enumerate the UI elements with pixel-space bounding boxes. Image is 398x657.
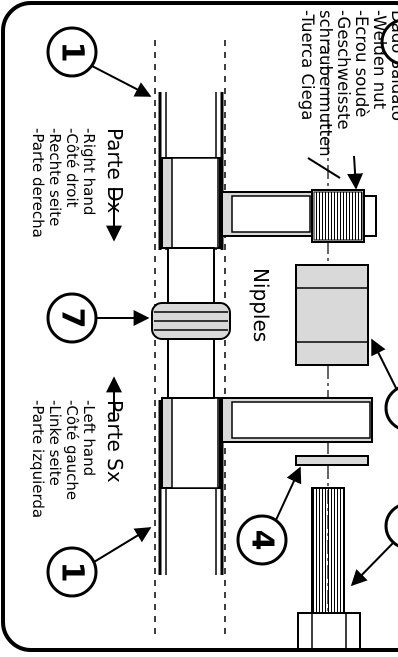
weld-nut-pointer-b <box>347 155 364 190</box>
nipples-label: Nipples <box>249 268 273 342</box>
callout-1-bottom: 1 <box>46 527 152 598</box>
right-side-t2: -Côté droit <box>63 128 81 208</box>
left-side-title: Parte Sx <box>103 400 127 483</box>
right-side-t3: -Rechte seite <box>46 128 64 226</box>
tube-block-top-inner <box>171 157 219 249</box>
callout-4: 4 <box>236 466 302 566</box>
left-side-translations: -Left hand -Côté gauche -Linke seite -Pa… <box>29 400 98 518</box>
left-side-t3: -Linke seite <box>46 400 64 486</box>
washer <box>295 455 369 466</box>
weld-nut-cap <box>363 195 377 237</box>
callout-partial-top <box>380 19 398 65</box>
weld-nut-pointer-a <box>307 157 341 179</box>
callout-partial-bottom <box>350 504 398 587</box>
bolt-head <box>297 612 361 650</box>
callout-1-top-label: 1 <box>55 42 90 63</box>
weld-nut-t1: -Welden nut <box>370 10 389 110</box>
arm-top-inner <box>231 195 311 233</box>
bolt-shank <box>311 487 345 614</box>
weld-nut-t4: schraubenmutten <box>316 10 335 157</box>
weld-nut-threads <box>313 191 363 241</box>
callout-7: 7 <box>46 292 150 344</box>
right-side-translations: -Right hand -Côté droit -Rechte seite -P… <box>29 128 98 238</box>
left-side-t1: -Left hand <box>80 400 98 476</box>
nipples-part <box>295 264 369 366</box>
tube-block-bottom-inner <box>171 397 219 489</box>
right-side-t4: -Parte derecha <box>29 128 47 238</box>
arm-bottom-inner <box>231 401 371 439</box>
callout-4-label: 4 <box>245 530 280 551</box>
callout-partial-middle <box>371 338 398 430</box>
left-side-t4: -Parte izquierda <box>29 400 47 518</box>
weld-nut-label: Dado Saldato -Welden nut -Ecrou soudè -G… <box>298 10 398 157</box>
weld-nut-t3: -Geschweisste <box>334 10 353 130</box>
left-side-t2: -Côté gauche <box>63 400 81 500</box>
weld-nut-t2: -Ecrou soudè <box>352 10 371 117</box>
weld-nut-title: Dado Saldato <box>388 10 398 121</box>
callout-7-label: 7 <box>55 308 90 329</box>
weld-nut-t5: -Tuerca Ciega <box>298 10 317 120</box>
right-side-t1: -Right hand <box>80 128 98 215</box>
callout-1-bottom-label: 1 <box>55 562 90 583</box>
callout-1-top: 1 <box>46 26 152 97</box>
